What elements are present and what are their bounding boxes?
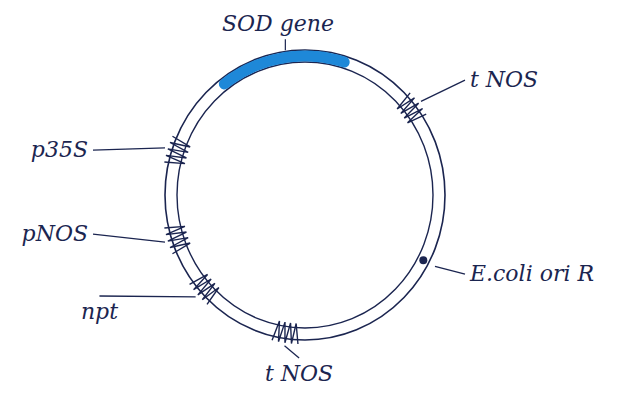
element-mark xyxy=(190,274,219,304)
element-mark xyxy=(164,226,190,253)
part-label: npt xyxy=(81,300,118,324)
part-label: p35S xyxy=(31,138,88,162)
leader-line xyxy=(435,266,465,274)
part-label: E.coli ori R xyxy=(470,262,594,286)
element-mark xyxy=(272,321,298,344)
part-label: t NOS xyxy=(470,68,538,92)
ori-dot xyxy=(419,256,427,264)
leader-line xyxy=(285,39,286,50)
sod-gene-segment xyxy=(224,56,344,84)
part-label: SOD gene xyxy=(222,12,334,36)
leader-line xyxy=(285,346,300,358)
part-label: t NOS xyxy=(265,362,333,386)
leader-line xyxy=(99,295,195,297)
leader-line xyxy=(421,80,465,101)
leader-line xyxy=(93,234,165,242)
plasmid-inner-ring xyxy=(177,62,433,328)
part-label: pNOS xyxy=(22,222,88,246)
element-mark xyxy=(164,136,190,163)
plasmid-outer-ring xyxy=(165,50,445,340)
leader-line xyxy=(93,148,165,150)
element-mark xyxy=(397,93,426,123)
